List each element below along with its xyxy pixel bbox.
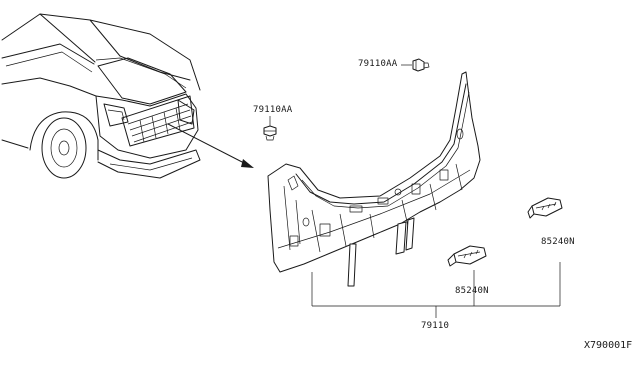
diagram-reference-code: X790001F xyxy=(584,340,633,351)
bracket-center-icon xyxy=(447,245,487,267)
label-bolt-upper: 79110AA xyxy=(358,59,398,69)
callout-lines xyxy=(311,262,561,318)
leader-arrow xyxy=(167,123,254,168)
bracket-right-icon xyxy=(527,197,563,219)
rear-panel-drawing xyxy=(267,71,481,287)
label-bracket-center: 85240N xyxy=(455,286,489,296)
vehicle-rear-illustration xyxy=(1,13,201,179)
label-bolt-left: 79110AA xyxy=(253,105,293,115)
label-bracket-right: 85240N xyxy=(541,237,575,247)
bolt-left-icon xyxy=(263,116,277,141)
bolt-upper-icon xyxy=(401,58,430,72)
label-rear-panel: 79110 xyxy=(421,321,450,331)
